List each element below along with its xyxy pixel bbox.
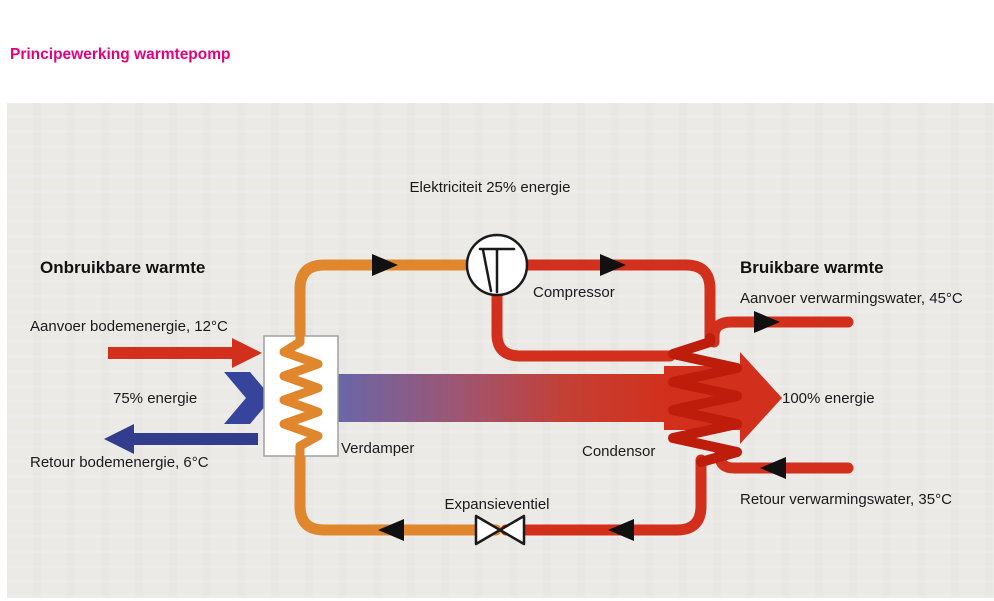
pipe-suction (294, 259, 476, 356)
label-elektriciteit: Elektriciteit 25% energie (410, 179, 571, 196)
flow-arrow-suction (372, 254, 398, 276)
compressor-glyph (478, 247, 516, 294)
flow-arrow-discharge (600, 254, 626, 276)
heating-supply-pipe (708, 316, 854, 348)
expansion-valve-right (498, 514, 526, 546)
flow-arrow-heating-supply (754, 311, 780, 333)
heading-onbruikbare-warmte: Onbruikbare warmte (40, 258, 205, 277)
label-compressor: Compressor (533, 284, 615, 301)
page-title: Principewerking warmtepomp (10, 46, 231, 63)
energy-in-arrow (224, 372, 272, 424)
source-supply-arrow (108, 338, 262, 368)
label-aanvoer-verwarmingswater: Aanvoer verwarmingswater, 45°C (740, 290, 963, 307)
compressor-symbol (465, 233, 529, 297)
label-100-energie: 100% energie (782, 390, 875, 407)
label-75-energie: 75% energie (113, 390, 197, 407)
pipe-discharge (518, 259, 716, 346)
source-return-arrow (104, 424, 258, 454)
label-retour-bodemenergie: Retour bodemenergie, 6°C (30, 454, 209, 471)
label-aanvoer-bodemenergie: Aanvoer bodemenergie, 12°C (30, 318, 228, 335)
label-retour-verwarmingswater: Retour verwarmingswater, 35°C (740, 491, 952, 508)
label-condensor: Condensor (582, 443, 655, 460)
flow-arrow-heating-return (760, 457, 786, 479)
label-expansieventiel: Expansieventiel (444, 496, 549, 513)
label-verdamper: Verdamper (341, 440, 414, 457)
pipe-expansion (294, 446, 502, 536)
expansion-valve-icon (474, 514, 526, 546)
gradient-heat-band (338, 374, 668, 422)
flow-arrow-liquid (608, 519, 634, 541)
expansion-valve-left (474, 514, 502, 546)
flow-arrow-expansion (378, 519, 404, 541)
evaporator-coil (279, 333, 323, 459)
heading-bruikbare-warmte: Bruikbare warmte (740, 258, 884, 277)
pipe-liquid (500, 454, 707, 536)
pipe-compressor-hook (491, 288, 676, 362)
condenser-coil (668, 333, 742, 467)
